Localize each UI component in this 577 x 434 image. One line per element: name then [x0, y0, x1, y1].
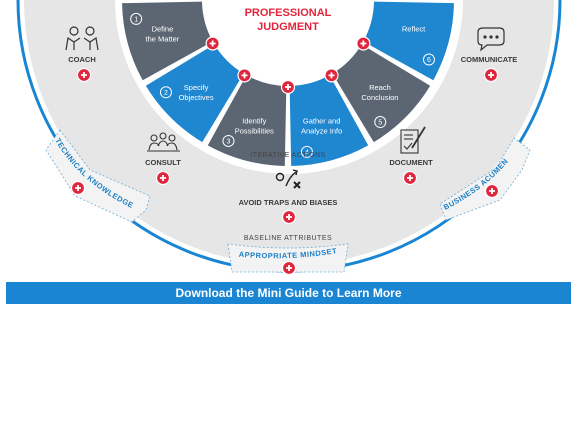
plus-icon [328, 72, 335, 79]
wheel-segment-label-line2: Possibilities [235, 127, 274, 136]
people-table-icon [147, 132, 180, 152]
communicate-label: COMMUNICATE [461, 55, 518, 64]
center-title-line2: JUDGMENT [257, 21, 319, 33]
step-number: 4 [305, 149, 309, 156]
expand-step-5-plus[interactable] [356, 36, 371, 51]
communicate-feature[interactable]: COMMUNICATE [461, 27, 518, 64]
coach-plus[interactable] [76, 67, 92, 83]
document-feature[interactable]: DOCUMENT [389, 126, 433, 167]
wheel-segment-shape [332, 44, 431, 143]
strategy-icon [275, 169, 301, 189]
step-number: 2 [164, 90, 168, 97]
step-number: 3 [227, 138, 231, 145]
step-number-badge [159, 86, 172, 99]
wheel-segment-shape [363, 1, 454, 81]
business-acumen-plus[interactable] [484, 183, 500, 199]
wheel-segment-shape [122, 1, 213, 81]
plus-icon [360, 40, 367, 47]
avoid-traps-label: AVOID TRAPS AND BIASES [239, 198, 338, 207]
step-number-badge [422, 53, 435, 66]
iterative-actions-heading: ITERATIVE ACTIONS [250, 152, 325, 159]
expand-step-4-plus[interactable] [324, 68, 339, 83]
step-number-badge [222, 134, 235, 147]
step-number-badge [130, 12, 143, 25]
plus-icon [209, 40, 216, 47]
wheel-segment-shape [145, 44, 244, 143]
wheel-segment-label-line1: Reflect [402, 25, 426, 34]
step-number: 5 [378, 120, 382, 127]
expand-step-2-plus[interactable] [237, 68, 252, 83]
wheel-segment-label-line1: Define [152, 25, 174, 34]
plus-icon [81, 72, 87, 78]
coach-label: COACH [68, 55, 96, 64]
communicate-plus[interactable] [483, 67, 499, 83]
expand-step-3-plus[interactable] [280, 79, 296, 95]
document-label: DOCUMENT [389, 158, 433, 167]
plus-icon [488, 72, 494, 78]
center-hub [210, 0, 366, 78]
step-number: 1 [134, 16, 138, 23]
document-plus[interactable] [402, 170, 418, 186]
wheel-segment-6[interactable]: Reflect 6 [363, 1, 454, 81]
plus-icon [489, 188, 495, 194]
coach-feature[interactable]: COACH [65, 26, 99, 64]
plus-icon [407, 175, 413, 181]
expand-step-1-plus[interactable] [205, 36, 220, 51]
step-number-badge [300, 145, 313, 158]
avoid-traps-plus[interactable] [281, 209, 297, 225]
wheel-segment-label-line1: Identify [242, 117, 266, 126]
wheel-segment-shape [207, 75, 287, 166]
appropriate-mindset-ribbon[interactable]: APPROPRIATE MINDSET [227, 243, 349, 273]
wheel-segment-shape [289, 75, 369, 166]
consult-plus[interactable] [155, 170, 171, 186]
plus-icon [285, 84, 291, 90]
wheel-segment-label-line2: Analyze Info [301, 127, 342, 136]
appropriate-mindset-plus[interactable] [281, 260, 297, 276]
plus-icon [286, 214, 292, 220]
baseline-attributes-heading: BASELINE ATTRIBUTES [244, 235, 332, 242]
step-number: 6 [427, 57, 431, 64]
download-mini-guide-button[interactable]: Download the Mini Guide to Learn More [6, 282, 571, 304]
wheel-segment-label-line1: Specify [184, 83, 209, 92]
center-title-line1: PROFESSIONAL [245, 7, 332, 19]
plus-icon [160, 175, 166, 181]
consult-feature[interactable]: CONSULT [145, 132, 181, 167]
plus-icon [286, 265, 292, 271]
step-number-badge [374, 116, 387, 129]
wheel-segment-label-line2: Conclusion [361, 93, 398, 102]
consult-label: CONSULT [145, 158, 181, 167]
wheel-segment-label-line2: the Matter [146, 35, 180, 44]
wheel-segment-label-line1: Reach [369, 83, 391, 92]
document-pen-icon [400, 126, 426, 154]
plus-icon [241, 72, 248, 79]
wheel-segment-label-line1: Gather and [303, 117, 341, 126]
speech-bubble-icon [477, 27, 505, 52]
coach-icon [65, 26, 99, 51]
wheel-segment-label-line2: Objectives [179, 93, 214, 102]
avoid-traps-feature[interactable]: AVOID TRAPS AND BIASES [239, 169, 338, 207]
technical-knowledge-plus[interactable] [70, 180, 86, 196]
plus-icon [75, 185, 81, 191]
